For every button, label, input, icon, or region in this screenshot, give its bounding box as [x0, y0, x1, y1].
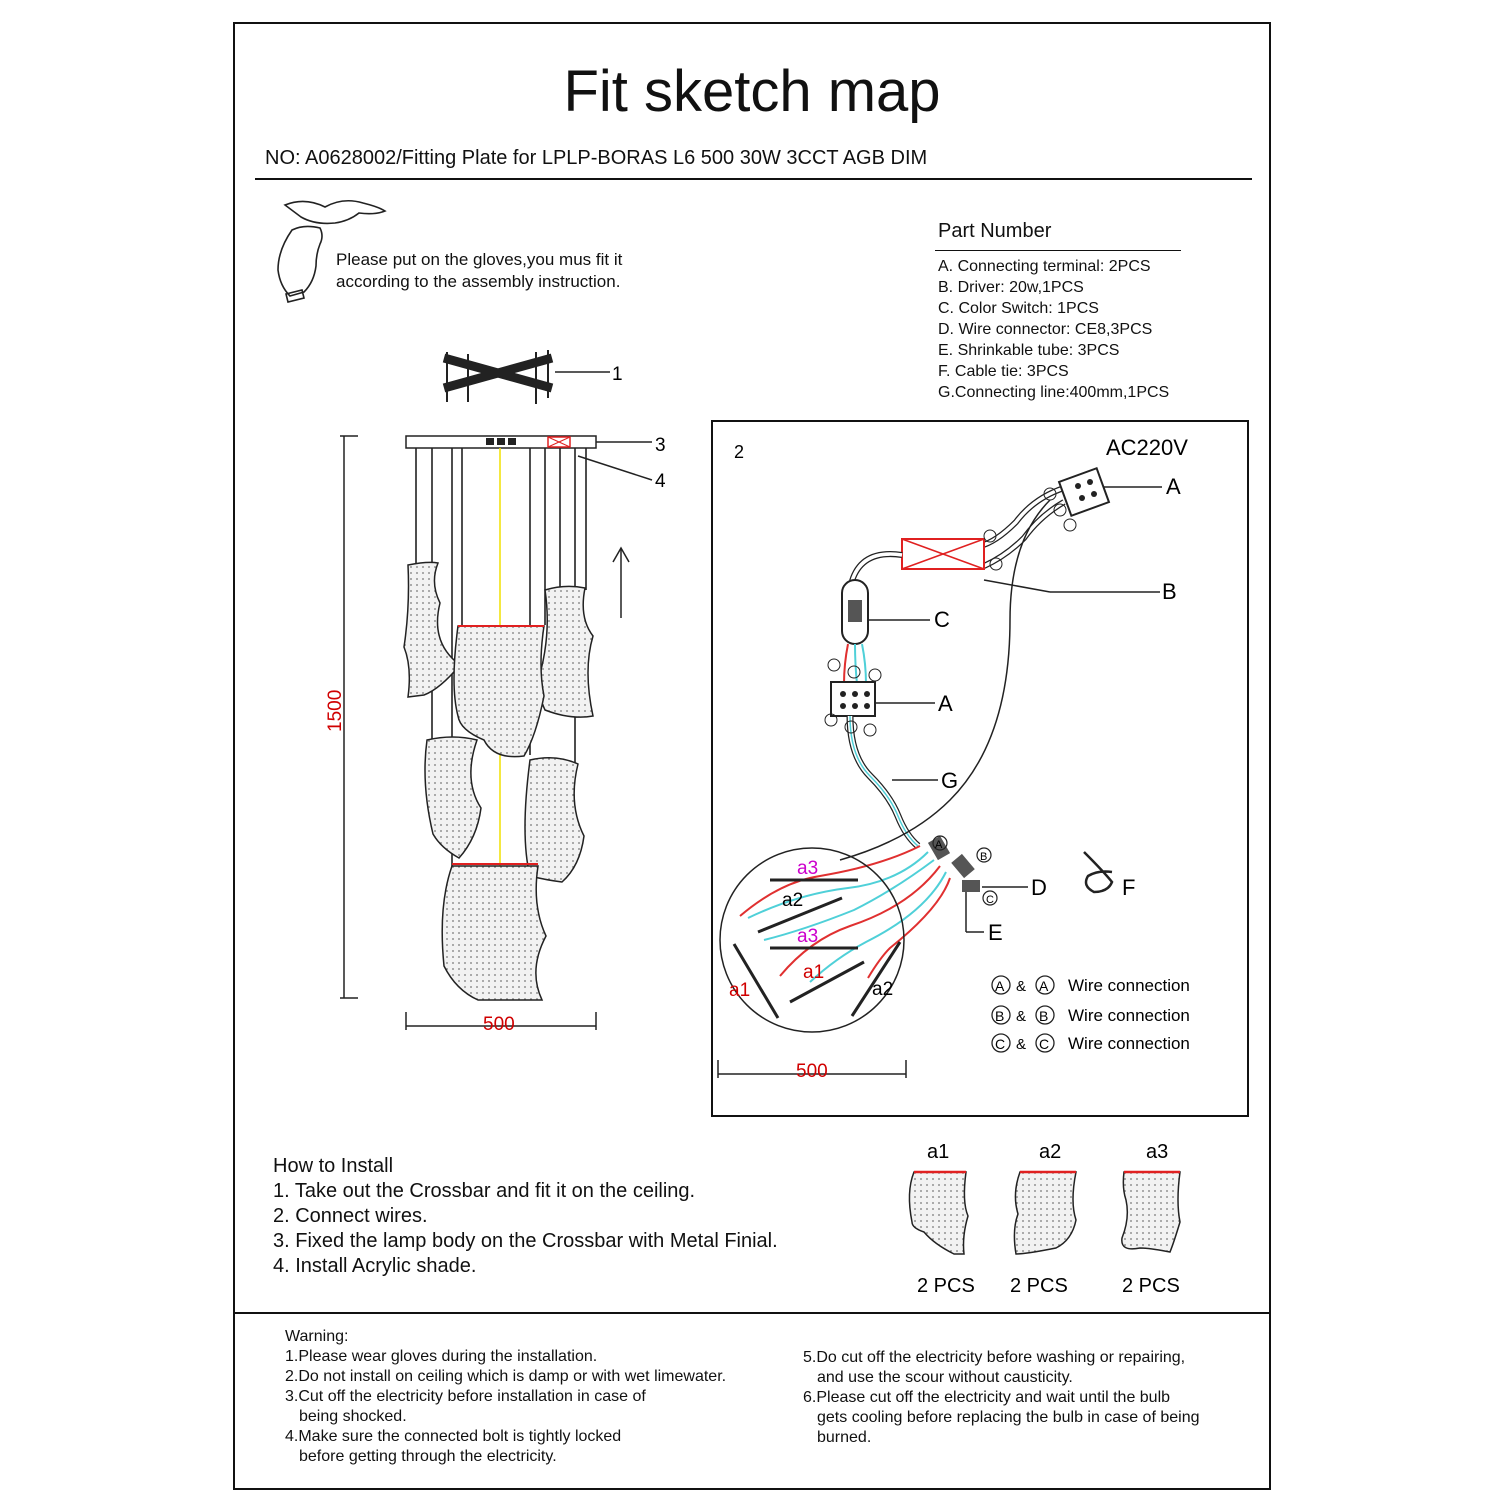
list-item: F. Cable tie: 3PCS: [938, 363, 1069, 380]
list-item: C. Color Switch: 1PCS: [938, 300, 1099, 317]
shade-qty-a3: 2 PCS: [1122, 1275, 1180, 1297]
lamp-label: a3: [797, 926, 818, 947]
connector-mark-b: B: [980, 851, 987, 863]
shade-name-a3: a3: [1146, 1141, 1168, 1163]
list-item: B. Driver: 20w,1PCS: [938, 279, 1084, 296]
svg-text:C: C: [1039, 1036, 1049, 1052]
svg-text:B: B: [1039, 1008, 1048, 1024]
pendant-shades: [403, 561, 594, 1001]
callout-4: 4: [655, 471, 666, 492]
lamp-label: a1: [729, 980, 750, 1001]
svg-text:Wire connection: Wire connection: [1068, 1006, 1190, 1025]
svg-text:A: A: [1039, 978, 1049, 994]
model-line: NO: A0628002/Fitting Plate for LPLP-BORA…: [265, 147, 928, 169]
install-title: How to Install: [273, 1155, 394, 1177]
list-item: E. Shrinkable tube: 3PCS: [938, 342, 1120, 359]
warning-right: 5.Do cut off the electricity before wash…: [803, 1348, 1199, 1448]
page-title: Fit sketch map: [563, 59, 941, 124]
wire-legend: A & A Wire connection B & B Wire connect…: [991, 975, 1190, 1053]
list-item: and use the scour without causticity.: [817, 1369, 1073, 1386]
width-dimension-left: 500: [483, 1014, 515, 1035]
list-item: 6.Please cut off the electricity and wai…: [803, 1389, 1171, 1406]
shade-qty-a1: 2 PCS: [917, 1275, 975, 1297]
label-D: D: [1031, 875, 1047, 900]
svg-text:Wire connection: Wire connection: [1068, 1034, 1190, 1053]
lamp-label: a2: [872, 979, 893, 1000]
shade-name-a2: a2: [1039, 1141, 1061, 1163]
warning-left: Warning: 1.Please wear gloves during the…: [285, 1327, 726, 1467]
label-E: E: [988, 920, 1003, 945]
label-A-mid: A: [938, 691, 953, 716]
voltage-label: AC220V: [1106, 435, 1188, 460]
step-number: 2: [734, 442, 744, 462]
height-dimension: 1500: [325, 690, 346, 732]
svg-text:&: &: [1016, 978, 1026, 995]
callout-1: 1: [612, 364, 623, 385]
callout-3: 3: [655, 435, 666, 456]
label-F: F: [1122, 875, 1135, 900]
wiring-artwork: [719, 466, 1114, 1033]
svg-text:C: C: [995, 1036, 1005, 1052]
label-A-top: A: [1166, 474, 1181, 499]
list-item: 3. Fixed the lamp body on the Crossbar w…: [273, 1230, 778, 1252]
warning-divider: [235, 1312, 1269, 1314]
wiring-leaders: [717, 486, 1162, 1078]
shade-qty-a2: 2 PCS: [1010, 1275, 1068, 1297]
lamp-label: a3: [797, 858, 818, 879]
list-item: gets cooling before replacing the bulb i…: [817, 1409, 1200, 1426]
label-G: G: [941, 768, 958, 793]
lamp-label: a1: [803, 962, 824, 983]
glove-note: Please put on the gloves,you mus fit it …: [336, 250, 623, 291]
shade-thumbnails: [908, 1171, 1181, 1255]
glove-icon: [277, 199, 387, 303]
canopy-plate: [405, 435, 597, 449]
list-item: being shocked.: [299, 1408, 407, 1425]
crossbar-icon: [442, 350, 554, 404]
svg-text:Wire connection: Wire connection: [1068, 976, 1190, 995]
shade-name-a1: a1: [927, 1141, 949, 1163]
list-item: 2.Do not install on ceiling which is dam…: [285, 1368, 727, 1385]
list-item: 4.Make sure the connected bolt is tightl…: [285, 1428, 622, 1445]
dimension-lines-left: [340, 435, 597, 1030]
svg-text:A: A: [995, 978, 1005, 994]
header-divider: [255, 178, 1252, 180]
list-item: before getting through the electricity.: [299, 1448, 557, 1465]
warning-title: Warning:: [285, 1328, 349, 1345]
install-steps: How to Install 1. Take out the Crossbar …: [273, 1154, 778, 1279]
up-arrow-icon: [612, 546, 630, 618]
svg-text:B: B: [995, 1008, 1004, 1024]
list-item: 5.Do cut off the electricity before wash…: [803, 1349, 1186, 1366]
wiring-diagram-frame: [711, 420, 1249, 1117]
lamp-label: a2: [782, 890, 803, 911]
list-item: 1.Please wear gloves during the installa…: [285, 1348, 598, 1365]
width-dimension-right: 500: [796, 1061, 828, 1082]
svg-text:&: &: [1016, 1036, 1026, 1053]
label-C: C: [934, 607, 950, 632]
list-item: A. Connecting terminal: 2PCS: [938, 258, 1151, 275]
list-item: D. Wire connector: CE8,3PCS: [938, 321, 1153, 338]
list-item: 2. Connect wires.: [273, 1205, 428, 1227]
list-item: burned.: [817, 1429, 872, 1446]
label-B: B: [1162, 579, 1177, 604]
part-number-list: A. Connecting terminal: 2PCS B. Driver: …: [938, 256, 1169, 403]
list-item: G.Connecting line:400mm,1PCS: [938, 384, 1170, 401]
connector-mark-c: C: [986, 894, 994, 906]
part-number-title: Part Number: [938, 220, 1052, 242]
part-number-divider: [935, 250, 1181, 251]
list-item: 4. Install Acrylic shade.: [273, 1255, 477, 1277]
list-item: 3.Cut off the electricity before install…: [285, 1388, 646, 1405]
svg-text:&: &: [1016, 1008, 1026, 1025]
instruction-sheet: Fit sketch map NO: A0628002/Fitting Plat…: [233, 22, 1271, 1490]
list-item: 1. Take out the Crossbar and fit it on t…: [273, 1180, 696, 1202]
connector-mark-a: A: [935, 839, 943, 851]
